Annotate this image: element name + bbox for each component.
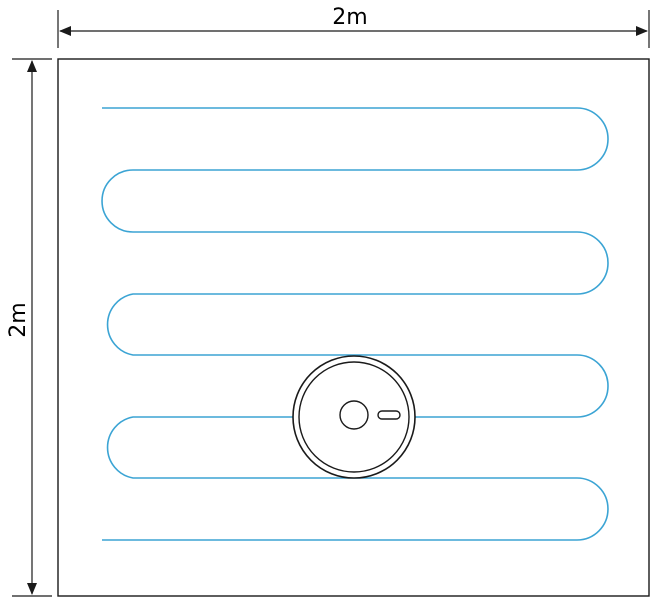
width-dimension: 2m bbox=[57, 5, 650, 48]
height-label: 2m bbox=[6, 302, 31, 337]
cleaning-path-line bbox=[101, 107, 609, 541]
width-label: 2m bbox=[332, 5, 367, 30]
room-boundary bbox=[57, 58, 650, 597]
robot-lidar-sensor bbox=[339, 400, 369, 430]
height-dimension: 2m bbox=[6, 58, 52, 597]
robot-vacuum-icon bbox=[292, 355, 416, 479]
robot-button bbox=[377, 410, 401, 420]
